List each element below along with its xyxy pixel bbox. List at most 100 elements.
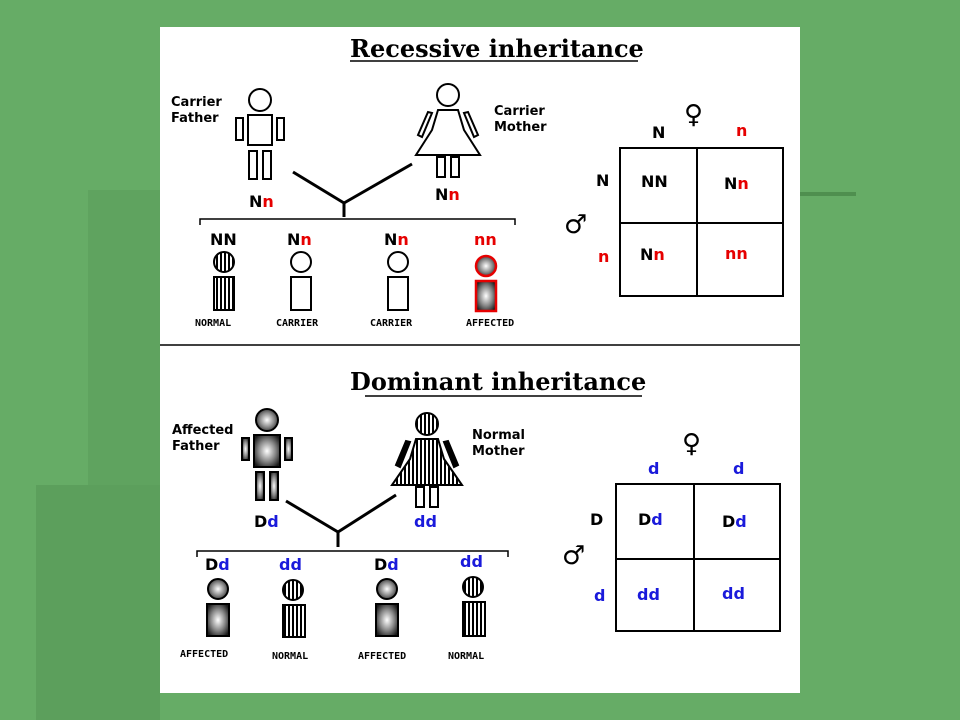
inheritance-diagram: Recessive inheritance Carrier Father Nn … <box>160 34 800 662</box>
mother-genotype: Nn <box>435 185 460 204</box>
allele: d <box>218 555 229 574</box>
child-body <box>474 279 498 313</box>
punnett-cell: Dd <box>722 512 747 531</box>
father-label-line1: Carrier <box>171 95 222 110</box>
allele: d <box>279 555 290 574</box>
female-allele-1: N <box>652 123 665 142</box>
allele: N <box>724 174 737 193</box>
child-genotype: Dd <box>205 555 230 574</box>
child-genotype: Nn <box>287 230 312 249</box>
dominant-child-1: Dd AFFECTED <box>180 555 230 660</box>
allele: d <box>722 584 733 603</box>
allele: d <box>425 512 436 531</box>
child-status: AFFECTED <box>466 318 514 329</box>
father-genotype: Dd <box>254 512 279 531</box>
allele: D <box>722 512 735 531</box>
background-line <box>800 192 856 196</box>
dominant-offspring-bracket <box>196 550 509 557</box>
child-status: AFFECTED <box>180 649 228 660</box>
allele: d <box>387 555 398 574</box>
child-head <box>474 254 498 278</box>
female-symbol: ♀ <box>684 100 703 130</box>
allele: d <box>651 510 662 529</box>
child-status: CARRIER <box>276 318 319 329</box>
child-head <box>207 578 229 600</box>
female-symbol: ♀ <box>682 429 701 459</box>
child-body <box>206 603 230 637</box>
father-label-line1: Affected <box>172 423 233 438</box>
allele: n <box>653 245 664 264</box>
allele: D <box>205 555 218 574</box>
dominant-child-2: dd NORMAL <box>272 555 308 662</box>
allele: n <box>300 230 311 249</box>
recessive-child-4: nn AFFECTED <box>466 230 514 329</box>
allele: n <box>725 244 736 263</box>
child-status: AFFECTED <box>358 651 406 662</box>
allele: n <box>736 244 747 263</box>
father-label-line2: Father <box>171 111 219 126</box>
child-genotype: NN <box>210 230 237 249</box>
allele: d <box>290 555 301 574</box>
mother-label-line2: Mother <box>472 444 525 459</box>
allele: n <box>397 230 408 249</box>
dominant-child-4: dd NORMAL <box>448 552 486 662</box>
child-genotype: Nn <box>384 230 409 249</box>
allele: d <box>735 512 746 531</box>
background-band <box>36 485 160 720</box>
punnett-grid <box>615 483 781 632</box>
recessive-punnett-square: ♀ ♂ N n N n NN Nn Nn nn <box>564 100 784 297</box>
male-allele-2: d <box>594 586 605 605</box>
punnett-cell: Dd <box>638 510 663 529</box>
allele: D <box>638 510 651 529</box>
recessive-cross-lines <box>292 162 413 217</box>
dominant-cross-lines <box>285 493 397 547</box>
punnett-cell: dd <box>722 584 745 603</box>
child-body <box>375 603 399 637</box>
allele: d <box>460 552 471 571</box>
allele: n <box>737 174 748 193</box>
child-genotype: nn <box>474 230 497 249</box>
female-allele-2: n <box>736 121 747 140</box>
dominant-child-3: Dd AFFECTED <box>358 555 406 662</box>
allele: D <box>374 555 387 574</box>
child-head <box>387 251 409 273</box>
punnett-cell: nn <box>725 244 748 263</box>
mother-genotype: dd <box>414 512 437 531</box>
allele: d <box>267 512 278 531</box>
recessive-child-3: Nn CARRIER <box>370 230 413 329</box>
carrier-father-figure <box>235 88 285 180</box>
inheritance-diagram-panel: Recessive inheritance Carrier Father Nn … <box>160 27 800 693</box>
male-symbol: ♂ <box>564 210 587 240</box>
child-status: NORMAL <box>448 651 484 662</box>
mother-label-line1: Normal <box>472 428 525 443</box>
recessive-offspring-bracket <box>199 218 516 225</box>
allele: d <box>471 552 482 571</box>
allele: d <box>637 585 648 604</box>
child-status: NORMAL <box>195 318 231 329</box>
allele: N <box>287 230 300 249</box>
allele: d <box>648 585 659 604</box>
child-head <box>282 579 304 601</box>
recessive-child-1: NN NORMAL <box>195 230 237 329</box>
male-allele-1: N <box>596 171 609 190</box>
child-status: CARRIER <box>370 318 413 329</box>
child-body <box>213 276 235 311</box>
recessive-child-2: Nn CARRIER <box>276 230 319 329</box>
child-head <box>213 251 235 273</box>
mother-label-line2: Mother <box>494 120 547 135</box>
male-allele-1: D <box>590 510 603 529</box>
father-genotype: Nn <box>249 192 274 211</box>
allele: N <box>640 245 653 264</box>
allele: N <box>435 185 448 204</box>
background-band <box>88 190 160 490</box>
affected-father-figure <box>241 408 293 501</box>
allele: n <box>485 230 496 249</box>
punnett-cell: NN <box>641 172 668 191</box>
child-body <box>462 601 486 637</box>
allele: d <box>414 512 425 531</box>
allele: n <box>262 192 273 211</box>
punnett-cell: dd <box>637 585 660 604</box>
male-allele-2: n <box>598 247 609 266</box>
allele: N <box>249 192 262 211</box>
female-allele-2: d <box>733 459 744 478</box>
